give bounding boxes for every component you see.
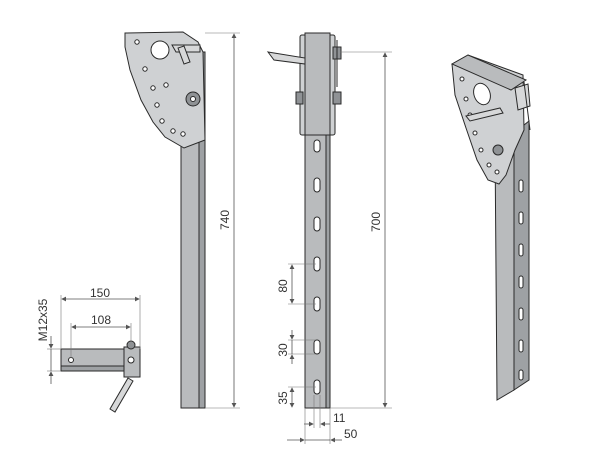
side-view-hole (154, 102, 160, 108)
iso-slot (518, 369, 524, 381)
front-view-pin-handle (266, 51, 306, 65)
iso-slot (518, 339, 524, 353)
top-view-pin-handle (109, 377, 134, 413)
side-view-bolt-center (190, 96, 196, 102)
side-view: 740 (124, 31, 240, 409)
iso-slot (518, 307, 524, 321)
front-view-slot (313, 177, 321, 193)
dim-slot-width: 11 (333, 411, 346, 425)
side-view-hole (142, 66, 148, 72)
iso-hole (478, 147, 484, 153)
front-view-slot (313, 216, 321, 232)
iso-hole (494, 169, 500, 175)
dim-slot-offset: 35 (276, 391, 290, 405)
dim-mount-width: 150 (90, 286, 110, 300)
iso-slot (518, 275, 524, 289)
front-view-nut (295, 91, 304, 105)
side-view-hole (134, 39, 140, 45)
iso-hole (459, 76, 465, 82)
side-view-hole (159, 118, 165, 124)
dim-side-height: 740 (218, 210, 232, 230)
top-view: 150 108 M12x35 (36, 286, 141, 413)
iso-latch (514, 83, 531, 111)
iso-bolt-nut (492, 144, 504, 156)
iso-slot (518, 211, 524, 225)
front-view-top-inner (304, 32, 331, 136)
front-view: 700 80 30 35 11 50 (266, 32, 392, 444)
side-view-hole (163, 82, 169, 88)
iso-hole (463, 96, 469, 102)
dim-bolt-spacing: 108 (91, 313, 111, 327)
iso-hole (472, 130, 478, 136)
iso-slot (518, 243, 524, 257)
front-view-nut (332, 91, 342, 105)
iso-slot (518, 179, 524, 193)
top-view-bolt-hole (68, 357, 74, 363)
dim-bolt-spec: M12x35 (36, 298, 50, 341)
dim-profile-width: 50 (344, 427, 358, 441)
side-view-hole (170, 128, 176, 134)
dim-front-height: 700 (369, 212, 383, 232)
iso-top-flange (450, 54, 528, 91)
dim-slot-pitch: 80 (276, 279, 290, 293)
top-view-bolt-hole (127, 356, 135, 364)
side-view-hole (180, 131, 186, 137)
isometric-view (450, 54, 531, 401)
side-view-pin-handle (177, 45, 191, 65)
side-view-large-hole (150, 40, 170, 60)
iso-large-hole (473, 82, 491, 106)
front-view-slot (313, 339, 321, 355)
front-view-slot (313, 139, 321, 153)
top-view-nut (126, 340, 136, 350)
iso-pin-handle (465, 107, 504, 122)
side-view-hole (150, 85, 156, 91)
top-view-body-edge (60, 365, 132, 372)
dim-slot-length: 30 (276, 343, 290, 357)
iso-hole (486, 162, 492, 168)
